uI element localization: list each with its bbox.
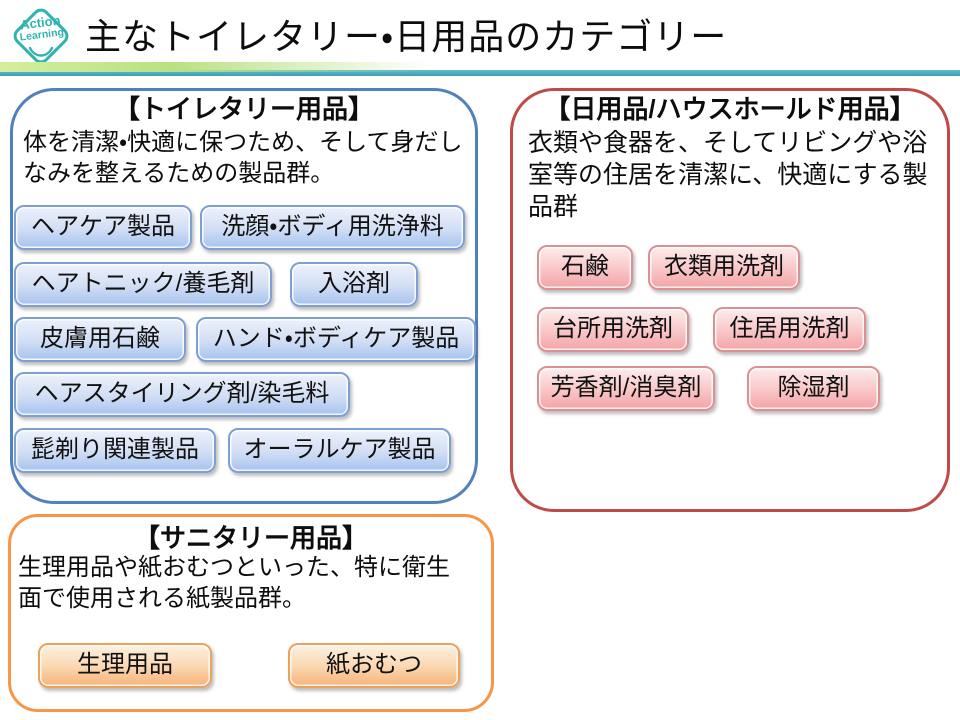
category-tag: 除湿剤 <box>747 366 880 411</box>
category-tag: 入浴剤 <box>290 262 418 307</box>
category-tag: 皮膚用石鹸 <box>14 317 186 362</box>
category-tag: 衣類用洗剤 <box>648 245 800 290</box>
action-learning-logo: Action Learning <box>8 3 74 69</box>
tag-row: ヘアスタイリング剤/染毛料 <box>14 372 350 417</box>
category-tag: 石鹸 <box>537 245 633 290</box>
tag-row: 台所用洗剤 住居用洗剤 <box>537 307 866 352</box>
sanitary-box: 【サニタリー用品】 生理用品や紙おむつといった、特に衛生面で使用される紙製品群。… <box>8 514 494 712</box>
category-tag: 生理用品 <box>38 643 212 688</box>
category-tag: 紙おむつ <box>288 643 460 688</box>
category-tag: 芳香剤/消臭剤 <box>537 366 715 411</box>
tag-row: 皮膚用石鹸 ハンド・ボディケア製品 <box>14 317 476 362</box>
tag-row: 芳香剤/消臭剤 除湿剤 <box>537 366 880 411</box>
sanitary-box-title: 【サニタリー用品】 <box>133 523 368 553</box>
toiletry-box-title: 【トイレタリー用品】 <box>113 94 374 124</box>
tag-row: ヘアケア製品 洗顔・ボディ用洗浄料 <box>14 205 465 250</box>
divider-teal-line <box>0 70 960 76</box>
category-tag: 洗顔・ボディ用洗浄料 <box>200 205 465 250</box>
category-tag: 髭剃り関連製品 <box>14 428 216 473</box>
toiletry-box-description: 体を清潔・快適に保つため、そして身だしなみを整えるための製品群。 <box>23 129 463 187</box>
category-tag: 住居用洗剤 <box>713 307 866 352</box>
divider-green-bar <box>0 62 430 72</box>
category-tag: ヘアケア製品 <box>14 205 192 250</box>
page-title: 主なトイレタリー・日用品のカテゴリー <box>85 16 728 57</box>
household-box: 【日用品/ハウスホールド用品】 衣類や食器を、そしてリビングや浴室等の住居を清潔… <box>510 88 950 512</box>
toiletry-box: 【トイレタリー用品】 体を清潔・快適に保つため、そして身だしなみを整えるための製… <box>10 88 478 504</box>
household-box-description: 衣類や食器を、そしてリビングや浴室等の住居を清潔に、快適にする製品群 <box>528 129 928 221</box>
tag-row: ヘアトニック/養毛剤 入浴剤 <box>14 262 418 307</box>
sanitary-box-description: 生理用品や紙おむつといった、特に衛生面で使用される紙製品群。 <box>18 554 450 612</box>
tag-row: 石鹸 衣類用洗剤 <box>537 245 800 290</box>
household-box-title: 【日用品/ハウスホールド用品】 <box>544 94 916 124</box>
category-tag: ヘアスタイリング剤/染毛料 <box>14 372 350 417</box>
category-tag: ハンド・ボディケア製品 <box>196 317 476 362</box>
logo-smile-icon <box>28 46 54 57</box>
category-tag: オーラルケア製品 <box>228 428 451 473</box>
category-tag: ヘアトニック/養毛剤 <box>14 262 272 307</box>
tag-row: 生理用品 紙おむつ <box>38 643 460 688</box>
category-tag: 台所用洗剤 <box>537 307 689 352</box>
tag-row: 髭剃り関連製品 オーラルケア製品 <box>14 428 451 473</box>
